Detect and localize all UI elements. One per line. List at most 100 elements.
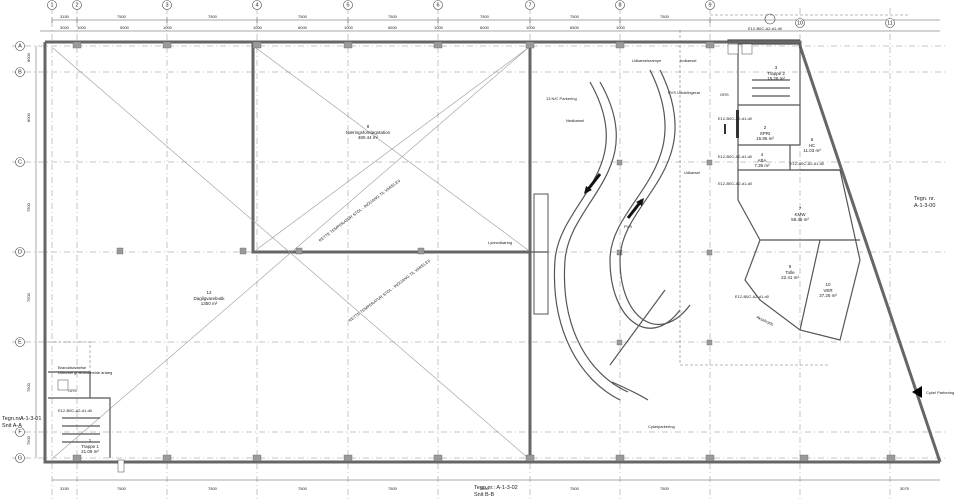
label-pvs: PVS <box>624 224 632 229</box>
dim-top-1: 3150 <box>60 14 70 19</box>
room-8-walls <box>251 42 548 254</box>
door-tags: E12-B0C-A2-d1-d0 E12-B0C-A2-d1-d0 E12-B0… <box>58 26 825 413</box>
room-1-area: 21.06 m² <box>81 449 99 454</box>
room-3-name: Trappe 2 <box>767 71 785 76</box>
room-9-area: 22.41 m² <box>781 275 799 280</box>
room-9-name: Tolle <box>785 270 795 275</box>
section-left-title: Tegn.nr.: <box>2 416 24 422</box>
dim-bottom-9: 3075 <box>900 486 910 491</box>
room-1-number: 1 <box>89 438 92 443</box>
grid-bubble-5: 5 <box>346 2 349 8</box>
room-12-name: Dagligvarebutik <box>193 296 225 301</box>
grid-bubbles-left: A B C D E F G <box>15 41 25 463</box>
door-tag-2: E12-B0C-A2-d1-d0 <box>718 116 753 121</box>
grid-bubble-G: G <box>18 455 22 461</box>
grid-bubble-9: 9 <box>708 2 711 8</box>
grid-bubble-1: 1 <box>50 2 53 8</box>
dim-left-6: 7500 <box>26 435 31 445</box>
dim-top-3: 7500 <box>208 14 218 19</box>
dim-top-8: 7500 <box>660 14 670 19</box>
room-10-number: 10 <box>825 282 831 287</box>
room-6-area: 11.03 m² <box>803 148 821 153</box>
label-cykel: Cykelparkering <box>648 424 675 429</box>
dim-left-5: 7500 <box>26 382 31 392</box>
grid-bubble-11: 11 <box>887 20 893 26</box>
stair-1-area <box>48 341 125 473</box>
section-marker-top <box>710 13 910 25</box>
room-8-number: 8 <box>367 124 370 129</box>
room-3-number: 3 <box>775 65 778 70</box>
dim-left-3: 7500 <box>26 202 31 212</box>
room-label-6: 6 HC 11.03 m² <box>803 137 821 153</box>
room-12-number: 12 <box>206 290 212 295</box>
dim-top2-10: 6000 <box>480 25 490 30</box>
left-dimension-text: 8000 8000 7500 7500 7500 7500 <box>26 52 31 445</box>
room-4-name: ABA <box>757 158 766 163</box>
door-tag-5: E12-B0C-A2-d1-d0 <box>735 294 770 299</box>
grid-bubble-8: 8 <box>618 2 621 8</box>
room-7-area: 58.46 m² <box>791 217 809 222</box>
section-mark-bottom: Tegn.nr.: A-1-3-02 Snit B-B <box>474 485 518 498</box>
dim-top2-13: 1000 <box>616 25 626 30</box>
label-grs-2: GRS <box>720 92 729 97</box>
grid-bubble-10: 10 <box>797 20 803 26</box>
dim-top2-2: 1000 <box>77 25 87 30</box>
dim-bottom-2: 7500 <box>117 486 127 491</box>
room-6-number: 6 <box>811 137 814 142</box>
diag-label-2: RETTE TEMPERATUR STOL - INDGANG TIL VARE… <box>348 258 432 323</box>
service-rooms <box>724 43 922 398</box>
dim-bottom-7: 7500 <box>570 486 580 491</box>
grid-bubble-2: 2 <box>75 2 78 8</box>
door-tag-3: E12-B0C-A2-d1-d0 <box>718 154 753 159</box>
dim-bottom-8: 7500 <box>660 486 670 491</box>
section-bottom-title: Tegn.nr.: A-1-3-02 <box>474 485 518 491</box>
room-label-8: 8 Næringsforeløgstation 480.44 m² <box>346 124 391 140</box>
room-3-area: 15.26 m² <box>767 76 785 81</box>
room-4-number: 4 <box>761 152 764 157</box>
section-left-value: A-1-3-01 <box>20 416 41 422</box>
grid-bubble-A: A <box>18 43 22 49</box>
grid-bubble-3: 3 <box>165 2 168 8</box>
room-label-9: 9 Tolle 22.41 m² <box>781 264 799 280</box>
dim-bottom-1: 3150 <box>60 486 70 491</box>
label-line: Lynnedkøring <box>488 240 512 245</box>
grid-bubble-D: D <box>18 249 22 255</box>
section-right-title: Tegn. nr. <box>914 196 936 202</box>
door-tag-4: E12-B0C-A2-d1-d0 <box>718 181 753 186</box>
dim-top2-6: 6000 <box>298 25 308 30</box>
direction-arrows <box>584 173 644 219</box>
dim-bottom-4: 7500 <box>298 486 308 491</box>
label-brandvaeg-sub: Udforsel gf Brandmelde anlæg <box>58 370 112 375</box>
room-10-name: VER <box>823 288 833 293</box>
misc-labels: Udkørselsrampe Nedkørsel PVS Uddelingerø… <box>58 58 954 429</box>
room-label-4: 4 ABA 7.36 m² <box>754 152 770 168</box>
dim-bottom-3: 7500 <box>208 486 218 491</box>
dim-top2-12: 6500 <box>570 25 580 30</box>
grid-bubble-6: 6 <box>436 2 439 8</box>
room-9-number: 9 <box>789 264 792 269</box>
dim-top-7: 7500 <box>570 14 580 19</box>
room-6-name: HC <box>809 143 816 148</box>
diagonal-labels: RETTE TEMPERATUR STOL - INDGANG TIL VARE… <box>318 178 432 323</box>
bottom-dimension-text: 3150 7500 7500 7500 7500 7500 7500 7500 … <box>60 486 910 491</box>
label-aksekryds: Aksekryds <box>756 314 775 326</box>
top-dimension-text-row2: 3000 1000 5000 1000 1000 6000 1000 6500 … <box>60 25 626 30</box>
section-left-side: Snit A-A <box>2 423 22 429</box>
dim-top2-8: 6500 <box>388 25 398 30</box>
dim-top2-1: 3000 <box>60 25 70 30</box>
dim-top-6: 7500 <box>480 14 490 19</box>
diagonal-markings <box>52 47 529 459</box>
structural-columns <box>72 41 896 462</box>
grid-bubble-C: C <box>18 159 22 165</box>
room-2-name: SPRI <box>760 131 771 136</box>
grid-bubble-7: 7 <box>528 2 531 8</box>
grid-bubbles-top: 1 2 3 4 5 6 7 8 9 10 11 <box>47 0 895 28</box>
diag-label-1: RETTE TEMPERATUR STOL - INDGANG TIL VARE… <box>318 178 402 243</box>
room-label-3: 3 Trappe 2 15.26 m² <box>767 65 785 81</box>
section-mark-right: Tegn. nr. A-1-3-00 <box>914 196 936 209</box>
dim-top-5: 7500 <box>388 14 398 19</box>
dim-top2-3: 5000 <box>120 25 130 30</box>
door-tag-6: E12-B0C-A2-d1-d0 <box>58 408 93 413</box>
room-2-number: 2 <box>764 125 767 130</box>
